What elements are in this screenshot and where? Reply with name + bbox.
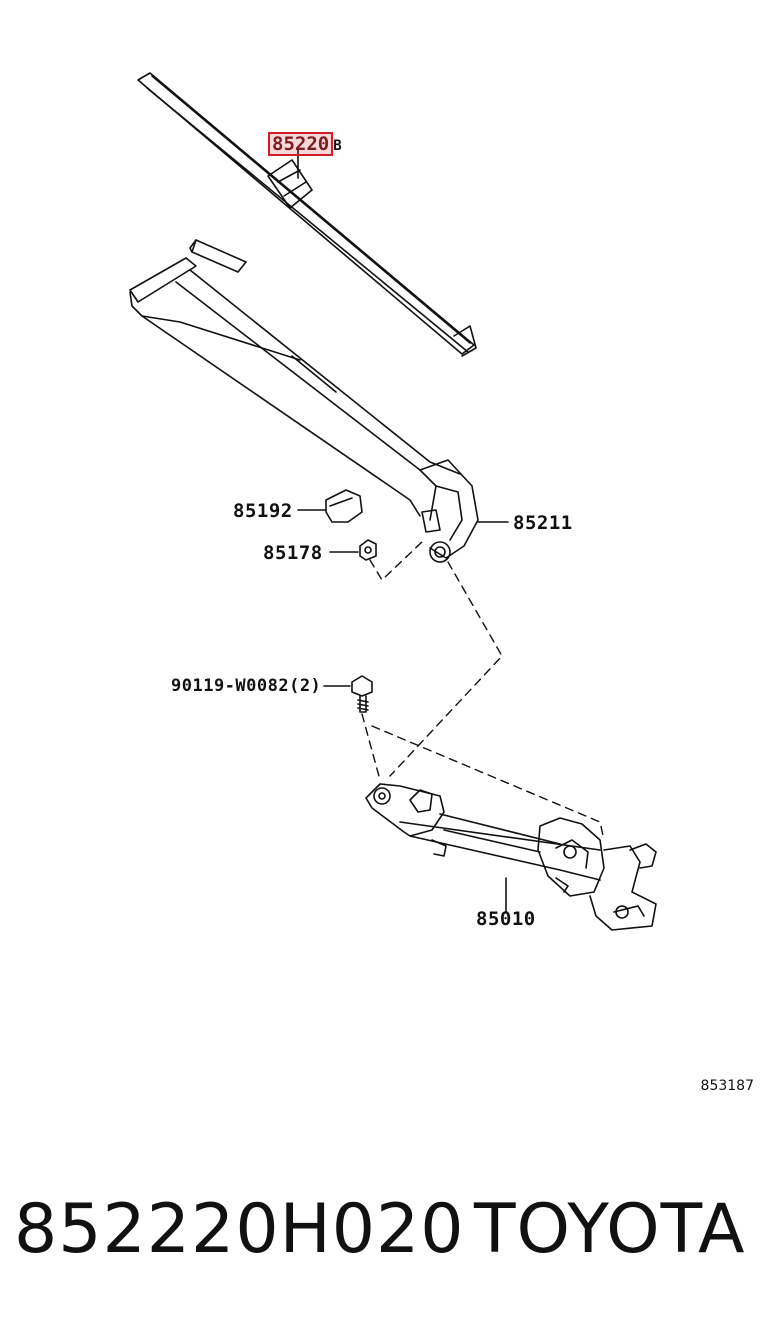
wiper-linkage (365, 783, 657, 931)
footer: 852220H020 TOYOTA (0, 1190, 760, 1280)
blade-label-suffix: B (333, 138, 342, 154)
part-number: 852220H020 (14, 1190, 465, 1269)
cap-label[interactable]: 85192 (233, 500, 293, 522)
wiper-blade (137, 72, 477, 357)
assembly-lines (361, 539, 605, 841)
figure-code: 853187 (700, 1078, 754, 1094)
arm-cap (297, 489, 363, 523)
wiper-parts-diagram (129, 72, 657, 931)
arm-nut (329, 539, 377, 561)
wiper-arm (129, 239, 509, 563)
bolt-label[interactable]: 90119-W0082(2) (171, 676, 322, 696)
linkage-label[interactable]: 85010 (476, 908, 536, 930)
nut-label[interactable]: 85178 (263, 542, 323, 564)
brand-name: TOYOTA (474, 1190, 746, 1269)
arm-label[interactable]: 85211 (513, 512, 573, 534)
bolt (323, 675, 373, 713)
blade-label-highlight: 85220 (268, 132, 334, 156)
